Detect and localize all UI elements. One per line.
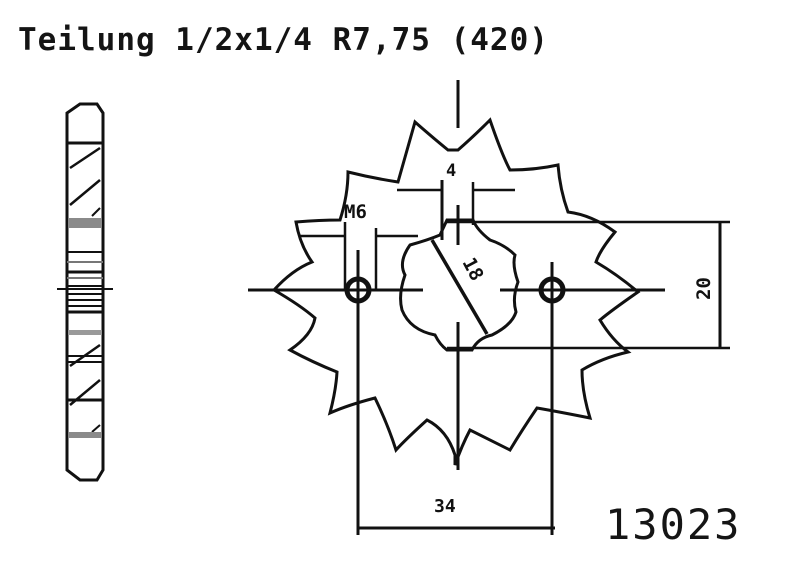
dim-20: 20 [693, 277, 715, 300]
bolt-hole-right [538, 276, 566, 304]
side-profile-view [57, 102, 113, 482]
part-number: 13023 [605, 500, 742, 549]
front-view [248, 80, 730, 535]
spline-hub [399, 218, 520, 352]
bolt-hole-left [344, 276, 372, 304]
dim-18: 18 [458, 254, 488, 285]
sprocket-outline [271, 117, 641, 466]
dimension-labels: M6 4 18 20 34 [344, 161, 715, 517]
diagram-title: Teilung 1/2x1/4 R7,75 (420) [18, 22, 549, 58]
dim-m6: M6 [344, 201, 367, 223]
dim-34: 34 [434, 496, 456, 517]
dim-4: 4 [446, 161, 456, 181]
